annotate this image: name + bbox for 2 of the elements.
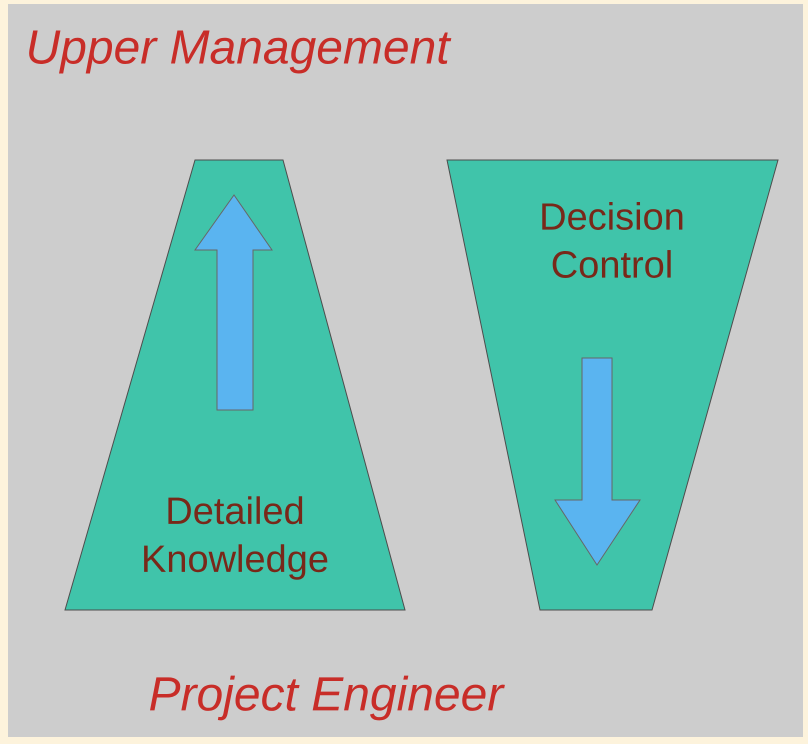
heading: Upper Management — [29, 30, 452, 74]
heading: Project Engineer — [150, 676, 505, 720]
